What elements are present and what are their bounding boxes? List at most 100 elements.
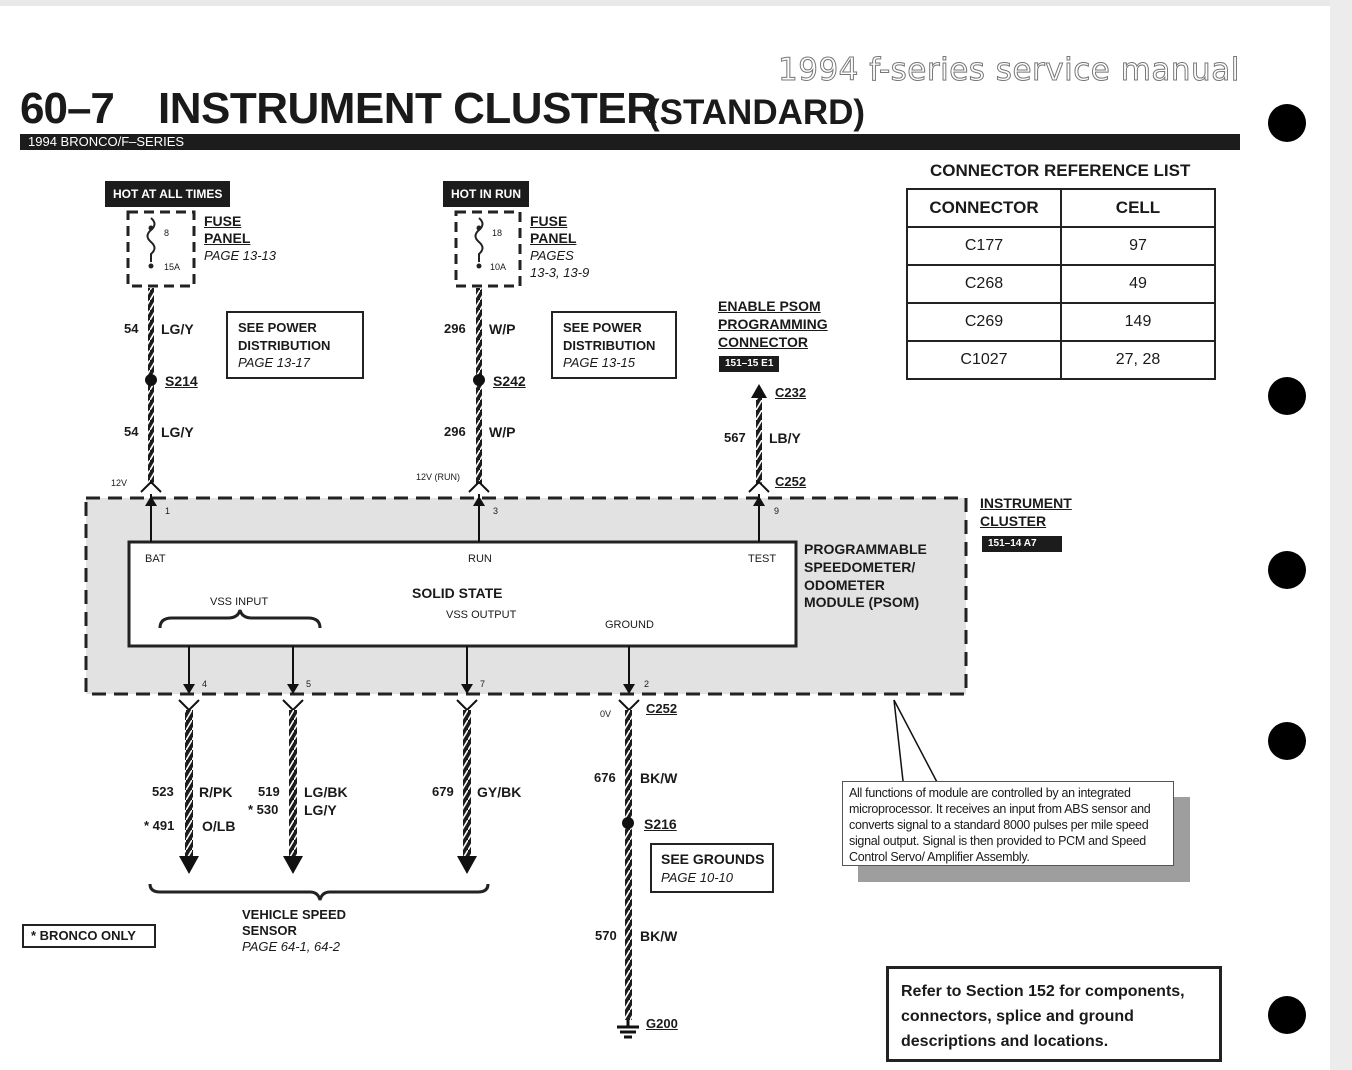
wire-491-color: O/LB bbox=[202, 818, 236, 834]
module-label-2: SPEEDOMETER/ bbox=[804, 559, 916, 575]
page-title-suffix: (STANDARD) bbox=[648, 93, 866, 132]
connector-c252-bottom: C252 bbox=[646, 701, 678, 716]
psom-connector-line-2: PROGRAMMING bbox=[718, 316, 828, 332]
table-cell: C1027 bbox=[906, 340, 1062, 380]
fuse-left-rating: 15A bbox=[164, 262, 181, 272]
fuse-run-dashed bbox=[454, 210, 522, 288]
fuse-left-number: 8 bbox=[164, 228, 170, 238]
left-color-2: LG/Y bbox=[161, 424, 194, 440]
pin-label-bat: BAT bbox=[145, 553, 166, 565]
cluster-dashed-outline bbox=[84, 496, 968, 696]
table-row: C1027 27, 28 bbox=[906, 340, 1216, 380]
module-label-4: MODULE (PSOM) bbox=[804, 594, 920, 610]
connector-c232: C232 bbox=[775, 385, 807, 400]
psom-module-box bbox=[127, 540, 798, 648]
table-row: C177 97 bbox=[906, 226, 1216, 266]
table-header-cell: CELL bbox=[1060, 188, 1216, 228]
pin-9: 9 bbox=[774, 506, 780, 516]
left-voltage: 12V bbox=[111, 478, 128, 488]
pin-1: 1 bbox=[165, 506, 171, 516]
bronco-only-box: * BRONCO ONLY bbox=[22, 924, 156, 948]
top-rule bbox=[0, 0, 1330, 6]
page-number: 60–7 bbox=[20, 84, 115, 133]
ground-voltage: 0V bbox=[600, 709, 612, 719]
connector-c252-top: C252 bbox=[775, 474, 807, 489]
table-cell: C177 bbox=[906, 226, 1062, 266]
pin-7: 7 bbox=[480, 679, 486, 689]
fuse-left-title-2: PANEL bbox=[204, 230, 251, 246]
ground-g200: G200 bbox=[646, 1016, 678, 1031]
fuse-run-pages-numbers: 13-3, 13-9 bbox=[530, 265, 590, 280]
vss-input-label: VSS INPUT bbox=[210, 596, 269, 608]
run-circuit-1: 296 bbox=[444, 321, 466, 336]
binder-hole bbox=[1268, 551, 1306, 589]
fuse-run-number: 18 bbox=[492, 228, 503, 238]
ground-pin-label: GROUND bbox=[605, 619, 654, 631]
connector-reference-title: CONNECTOR REFERENCE LIST bbox=[930, 161, 1191, 180]
wire-523-color: R/PK bbox=[199, 784, 233, 800]
left-circuit-1: 54 bbox=[124, 321, 139, 336]
module-label-3: ODOMETER bbox=[804, 577, 885, 593]
run-color-1: W/P bbox=[489, 321, 516, 337]
left-color-1: LG/Y bbox=[161, 321, 194, 337]
binder-hole bbox=[1268, 377, 1306, 415]
table-cell: C269 bbox=[906, 302, 1062, 342]
wire-523-circuit: 523 bbox=[152, 784, 174, 799]
fuse-run-title-1: FUSE bbox=[530, 213, 568, 229]
table-row: C268 49 bbox=[906, 264, 1216, 304]
see-power-distribution-run: SEE POWER DISTRIBUTION PAGE 13-15 bbox=[551, 311, 677, 379]
psom-connector-line-1: ENABLE PSOM bbox=[718, 298, 821, 314]
splice-s214: S214 bbox=[165, 373, 198, 389]
binder-hole bbox=[1268, 104, 1306, 142]
table-cell: 49 bbox=[1060, 264, 1216, 304]
fuse-run-rating: 10A bbox=[490, 262, 507, 272]
table-cell: 97 bbox=[1060, 226, 1216, 266]
fuse-run-pages: PAGES bbox=[530, 248, 574, 263]
left-circuit-2: 54 bbox=[124, 424, 139, 439]
binder-hole bbox=[1268, 722, 1306, 760]
wire-519-color: LG/BK bbox=[304, 784, 348, 800]
solid-state-label: SOLID STATE bbox=[412, 585, 503, 601]
splice-s242: S242 bbox=[493, 373, 526, 389]
header-bar-text: 1994 BRONCO/F–SERIES bbox=[28, 134, 185, 149]
hot-at-all-times-label: HOT AT ALL TIMES bbox=[105, 181, 231, 207]
wire-491-circuit: * 491 bbox=[144, 818, 175, 833]
instrument-cluster-label-2: CLUSTER bbox=[980, 513, 1047, 529]
binder-hole bbox=[1268, 996, 1306, 1034]
page-title: INSTRUMENT CLUSTER bbox=[158, 84, 658, 133]
ground-circuit-2: 570 bbox=[595, 928, 617, 943]
ground-circuit-1: 676 bbox=[594, 770, 616, 785]
wire-519-circuit: 519 bbox=[258, 784, 280, 799]
fuse-run-title-2: PANEL bbox=[530, 230, 577, 246]
refer-text: Refer to Section 152 for components, con… bbox=[901, 983, 1185, 1050]
ground-color-2: BK/W bbox=[640, 928, 678, 944]
run-voltage: 12V (RUN) bbox=[416, 472, 461, 482]
psom-color: LB/Y bbox=[769, 430, 801, 446]
right-strip bbox=[1330, 0, 1352, 1070]
see-grounds-box: SEE GROUNDS PAGE 10-10 bbox=[650, 843, 774, 893]
fuse-left-title-1: FUSE bbox=[204, 213, 242, 229]
wire-679-color: GY/BK bbox=[477, 784, 522, 800]
instrument-cluster-tag: 151–14 A7 bbox=[982, 536, 1062, 552]
hot-in-run-label: HOT IN RUN bbox=[443, 181, 529, 207]
pin-2: 2 bbox=[644, 679, 650, 689]
header-bar: 1994 BRONCO/F–SERIES bbox=[20, 134, 1240, 150]
wire-530-color: LG/Y bbox=[304, 802, 337, 818]
psom-connector-line-3: CONNECTOR bbox=[718, 334, 808, 350]
psom-connector-tag: 151–15 E1 bbox=[719, 356, 780, 372]
fuse-left-page: PAGE 13-13 bbox=[204, 248, 277, 263]
table-cell: 149 bbox=[1060, 302, 1216, 342]
pin-label-test: TEST bbox=[748, 553, 777, 565]
pin-5: 5 bbox=[306, 679, 312, 689]
refer-box: Refer to Section 152 for components, con… bbox=[886, 966, 1222, 1062]
vss-sensor-page: PAGE 64-1, 64-2 bbox=[242, 939, 341, 954]
psom-circuit: 567 bbox=[724, 430, 746, 445]
see-power-distribution-left: SEE POWER DISTRIBUTION PAGE 13-17 bbox=[226, 311, 364, 379]
pin-label-run: RUN bbox=[468, 553, 492, 565]
table-header-row: CONNECTOR CELL bbox=[906, 188, 1216, 228]
run-color-2: W/P bbox=[489, 424, 516, 440]
table-header-connector: CONNECTOR bbox=[906, 188, 1062, 228]
vss-input-brace bbox=[158, 609, 322, 629]
connector-reference-table: CONNECTOR CELL C177 97 C268 49 C269 149 … bbox=[906, 188, 1216, 380]
